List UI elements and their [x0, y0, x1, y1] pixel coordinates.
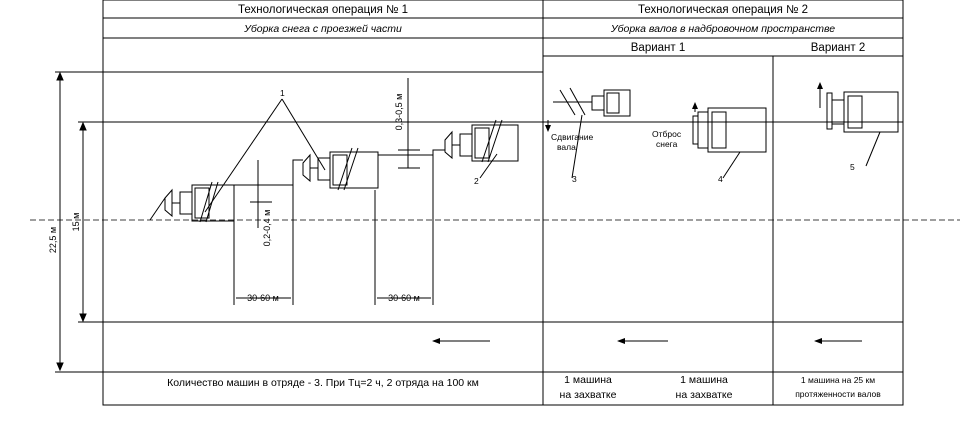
footer-v1b-line2: на захватке [676, 389, 733, 401]
label-4: 4 [718, 174, 723, 184]
offset-b-label: 0,3-0,5 м [394, 94, 404, 131]
windrow-shifter-3 [553, 87, 631, 117]
snow-thrower-4 [692, 104, 767, 153]
footer-v1a-line1: 1 машина [564, 374, 612, 386]
variant1-label: Вариант 1 [631, 42, 686, 54]
road-width-label: 15 м [71, 213, 81, 232]
label-5: 5 [850, 162, 855, 172]
op2-title: Технологическая операция № 2 [638, 4, 808, 16]
label-3: 3 [572, 174, 577, 184]
plow-truck-a [164, 181, 235, 223]
throw-label-line2: снега [656, 139, 678, 149]
footer-op1: Количество машин в отряде - 3. При Тц=2 … [167, 377, 479, 389]
shift-label-line1: Сдвигание [551, 132, 593, 142]
plow-truck-c [444, 119, 519, 163]
shift-label-line2: вала [557, 142, 576, 152]
gap-b-label: 30-60 м [388, 293, 420, 303]
offset-a-label: 0,2-0,4 м [262, 210, 272, 247]
op2-subtitle: Уборка валов в надбровочном пространстве [610, 23, 835, 35]
table-frame [55, 0, 904, 406]
snow-thrower-5 [819, 84, 899, 133]
label-2: 2 [474, 176, 479, 186]
variant2-label: Вариант 2 [811, 42, 866, 54]
plow-truck-b [302, 147, 379, 191]
footer-v1b-line1: 1 машина [680, 374, 728, 386]
op1-title: Технологическая операция № 1 [238, 4, 408, 16]
total-width-label: 22,5 м [48, 227, 58, 253]
footer-v2-line1: 1 машина на 25 км [801, 375, 875, 385]
throw-label-line1: Отброс [652, 129, 682, 139]
label-1: 1 [280, 88, 285, 98]
op1-subtitle: Уборка снега с проезжей части [243, 23, 402, 35]
gap-a-label: 30-60 м [247, 293, 279, 303]
footer-v1a-line2: на захватке [560, 389, 617, 401]
footer-v2-line2: протяженности валов [795, 389, 881, 399]
